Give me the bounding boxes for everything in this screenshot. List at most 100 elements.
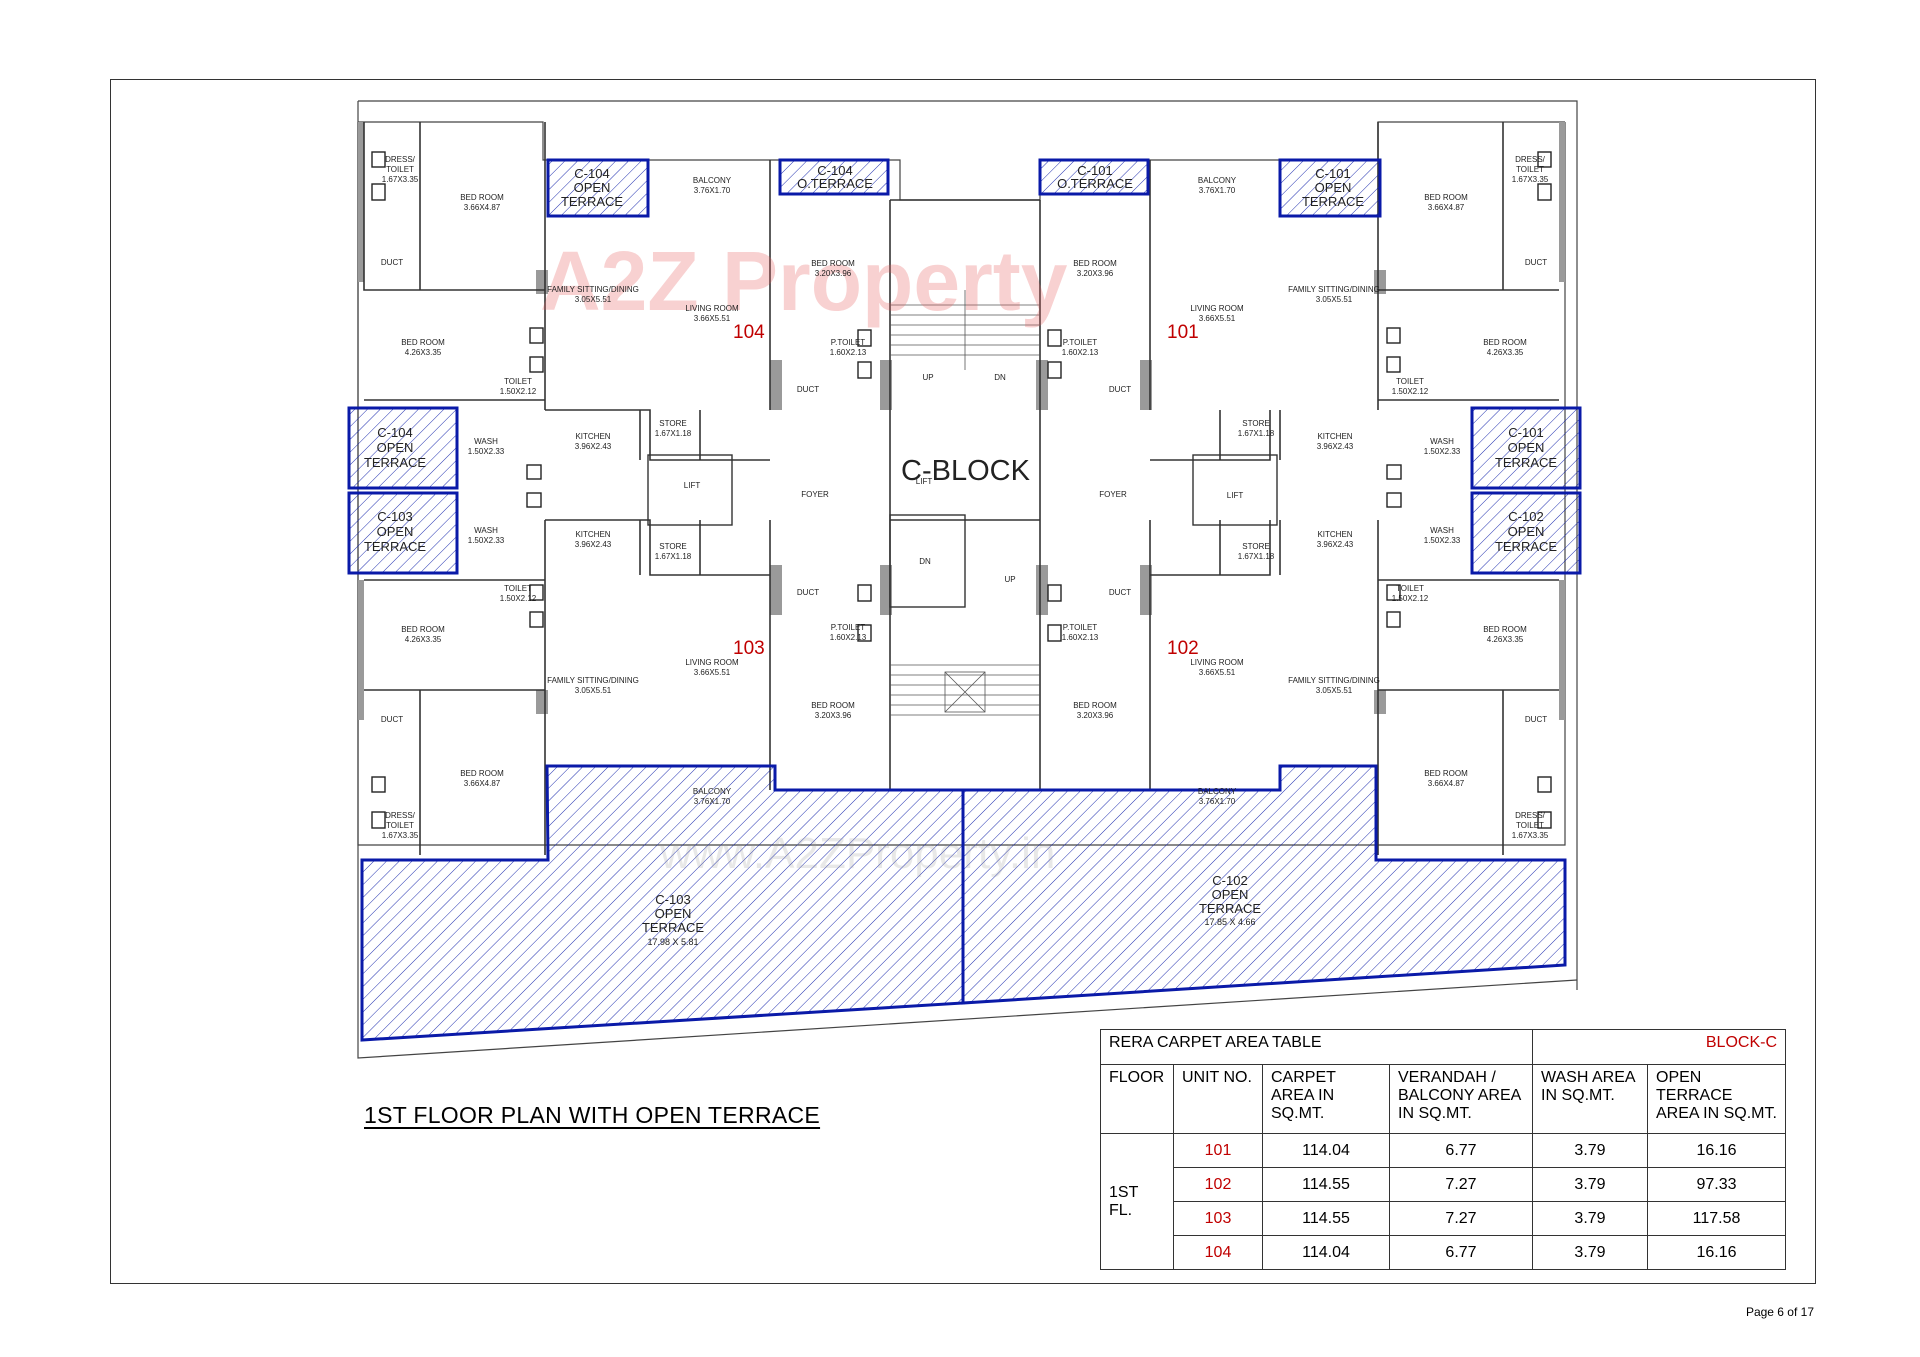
room-name: FAMILY SITTING/DINING — [1288, 676, 1380, 685]
room-name: STORE — [1242, 419, 1269, 428]
terrace-label: OPEN — [574, 180, 611, 195]
room-name: TOILET — [1516, 821, 1544, 830]
carpet-cell: 114.04 — [1262, 1133, 1390, 1168]
room-dim: 4.26X3.35 — [1487, 348, 1524, 357]
room-labels: DRESS/ TOILET 1.67X3.35 BED ROOM 3.66X4.… — [381, 155, 1549, 840]
toilet-fixtures — [371, 151, 1552, 829]
room-dim: 1.67X1.18 — [1238, 552, 1275, 561]
room-name: DN — [994, 373, 1006, 382]
room-name: KITCHEN — [575, 432, 610, 441]
terrace-cell: 97.33 — [1647, 1167, 1786, 1202]
terrace-label: OPEN — [1212, 887, 1249, 902]
room-dim: 1.50X2.12 — [1392, 387, 1429, 396]
room-dim: 4.26X3.35 — [405, 635, 442, 644]
room-dim: 1.60X2.13 — [830, 348, 867, 357]
room-name: DUCT — [381, 715, 403, 724]
unit-cell: 103 — [1173, 1201, 1263, 1236]
table-title: RERA CARPET AREA TABLE — [1100, 1029, 1533, 1065]
room-name: TOILET — [386, 821, 414, 830]
room-dim: 1.50X2.33 — [468, 447, 505, 456]
room-name: STORE — [659, 542, 686, 551]
room-dim: 3.66X4.87 — [1428, 779, 1465, 788]
terrace-label: TERRACE — [1199, 901, 1261, 916]
room-name: FAMILY SITTING/DINING — [547, 285, 639, 294]
room-name: DUCT — [797, 588, 819, 597]
room-name: BALCONY — [693, 787, 732, 796]
terrace-cell: 16.16 — [1647, 1235, 1786, 1270]
terrace-label: C-101 — [1315, 166, 1350, 181]
table-row: 1ST FL. 101 114.04 6.77 3.79 16.16 — [1100, 1133, 1786, 1270]
balcony-cell: 6.77 — [1389, 1235, 1533, 1270]
table-header-row: FLOOR UNIT NO. CARPET AREA IN SQ.MT. VER… — [1100, 1064, 1786, 1134]
room-name: BALCONY — [1198, 787, 1237, 796]
room-dim: 1.67X3.35 — [1512, 175, 1549, 184]
terrace-label: TERRACE — [364, 539, 426, 554]
room-dim: 1.67X3.35 — [1512, 831, 1549, 840]
terrace-label: TERRACE — [1302, 194, 1364, 209]
terrace-label: OPEN — [1508, 440, 1545, 455]
page-frame — [110, 79, 1816, 1284]
room-name: WASH — [1430, 437, 1454, 446]
room-dim: 1.50X2.33 — [1424, 447, 1461, 456]
room-name: KITCHEN — [1317, 432, 1352, 441]
room-dim: 3.05X5.51 — [575, 295, 612, 304]
room-name: DUCT — [381, 258, 403, 267]
terrace-label: C-103 — [655, 892, 690, 907]
room-name: P.TOILET — [1063, 623, 1098, 632]
room-name: TOILET — [1396, 377, 1424, 386]
room-name: BED ROOM — [1424, 769, 1468, 778]
carpet-cell: 114.55 — [1262, 1167, 1390, 1202]
carpet-cell: 114.04 — [1262, 1235, 1390, 1270]
room-name: DUCT — [1109, 588, 1131, 597]
room-name: LIVING ROOM — [685, 658, 739, 667]
room-name: BED ROOM — [811, 259, 855, 268]
room-dim: 3.96X2.43 — [575, 442, 612, 451]
room-name: DRESS/ — [385, 811, 416, 820]
room-name: TOILET — [1396, 584, 1424, 593]
unit-number-102: 102 — [1167, 638, 1199, 659]
room-name: P.TOILET — [1063, 338, 1098, 347]
room-dim: 1.67X1.18 — [655, 552, 692, 561]
terrace-label: OPEN — [655, 906, 692, 921]
interior-walls — [363, 122, 1559, 855]
floor-cell: 1ST FL. — [1100, 1133, 1174, 1270]
balcony-cell: 7.27 — [1389, 1167, 1533, 1202]
room-dim: 1.67X1.18 — [1238, 429, 1275, 438]
terrace-label: TERRACE — [642, 920, 704, 935]
room-name: UP — [922, 373, 933, 382]
room-name: BED ROOM — [401, 625, 445, 634]
terrace-label: C-101 — [1508, 425, 1543, 440]
room-dim: 3.76X1.70 — [1199, 186, 1236, 195]
room-name: BED ROOM — [1483, 625, 1527, 634]
terrace-label: OPEN — [1508, 524, 1545, 539]
table-row: 103 114.55 7.27 3.79 117.58 — [1101, 1201, 1786, 1236]
terrace-label: TERRACE — [561, 194, 623, 209]
balcony-cell: 7.27 — [1389, 1201, 1533, 1236]
room-name: BED ROOM — [460, 193, 504, 202]
wash-cell: 3.79 — [1532, 1235, 1648, 1270]
room-name: BED ROOM — [1424, 193, 1468, 202]
room-name: DUCT — [1525, 715, 1547, 724]
room-dim: 3.66X4.87 — [464, 779, 501, 788]
room-dim: 3.76X1.70 — [694, 186, 731, 195]
column-header: FLOOR — [1100, 1064, 1174, 1134]
room-name: DRESS/ — [1515, 811, 1546, 820]
page-number: Page 6 of 17 — [1745, 1305, 1814, 1319]
terrace-cell: 117.58 — [1647, 1201, 1786, 1236]
room-dim: 1.67X3.35 — [382, 831, 419, 840]
table-row: 104 114.04 6.77 3.79 16.16 — [1101, 1235, 1786, 1270]
room-dim: 3.76X1.70 — [1199, 797, 1236, 806]
terrace-cell: 16.16 — [1647, 1133, 1786, 1168]
unit-cell: 101 — [1173, 1133, 1263, 1168]
wash-cell: 3.79 — [1532, 1201, 1648, 1236]
room-name: DUCT — [797, 385, 819, 394]
terrace-label: OPEN — [1315, 180, 1352, 195]
room-dim: 3.66X5.51 — [1199, 314, 1236, 323]
room-name: LIFT — [1227, 491, 1244, 500]
room-name: WASH — [1430, 526, 1454, 535]
room-dim: 3.05X5.51 — [1316, 686, 1353, 695]
terrace-label: TERRACE — [1495, 539, 1557, 554]
room-name: STORE — [659, 419, 686, 428]
room-name: DUCT — [1109, 385, 1131, 394]
wash-cell: 3.79 — [1532, 1167, 1648, 1202]
